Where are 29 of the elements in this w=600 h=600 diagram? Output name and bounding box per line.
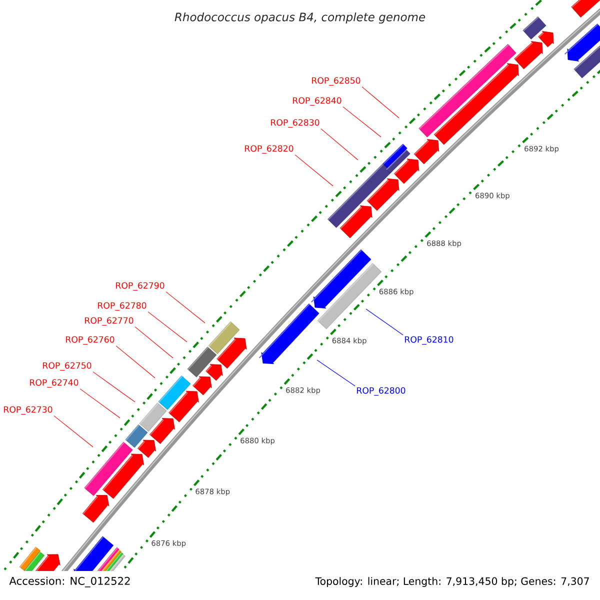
leader-line (362, 86, 400, 118)
leader-line (80, 388, 120, 418)
gene-label: ROP_62760 (66, 336, 114, 345)
gene-label: ROP_62840 (293, 97, 342, 106)
gene-label: ROP_62790 (116, 282, 164, 291)
gene-label: ROP_62820 (245, 145, 294, 154)
gene-label: ROP_62810 (405, 336, 454, 345)
leader-line (54, 416, 94, 448)
leader-line (134, 326, 174, 358)
leader-line (366, 308, 404, 336)
leader-line (116, 346, 156, 378)
gene-label: ROP_62780 (98, 302, 146, 311)
gene-label: ROP_62830 (271, 119, 320, 128)
leader-line (92, 372, 136, 402)
gene-label: ROP_62750 (43, 362, 92, 371)
leader-line (148, 312, 188, 342)
gene-label: ROP_62740 (30, 379, 78, 388)
leader-line (166, 292, 206, 324)
gene-label: ROP_62850 (312, 77, 360, 86)
leader-line (294, 154, 334, 186)
summary-text: Topology: linear; Length: 7,913,450 bp; Genes: 7,307 (315, 577, 589, 587)
gene-label: ROP_62730 (4, 406, 52, 415)
leader-line (342, 106, 382, 138)
leader-line (320, 128, 358, 160)
leader-line (316, 360, 356, 386)
title: Rhodococcus opacus B4, complete genome (174, 12, 426, 24)
accession-text: Accession: NC_012522 (9, 576, 130, 588)
gene-label: ROP_62800 (357, 387, 406, 396)
gene-label: ROP_62770 (85, 317, 134, 326)
